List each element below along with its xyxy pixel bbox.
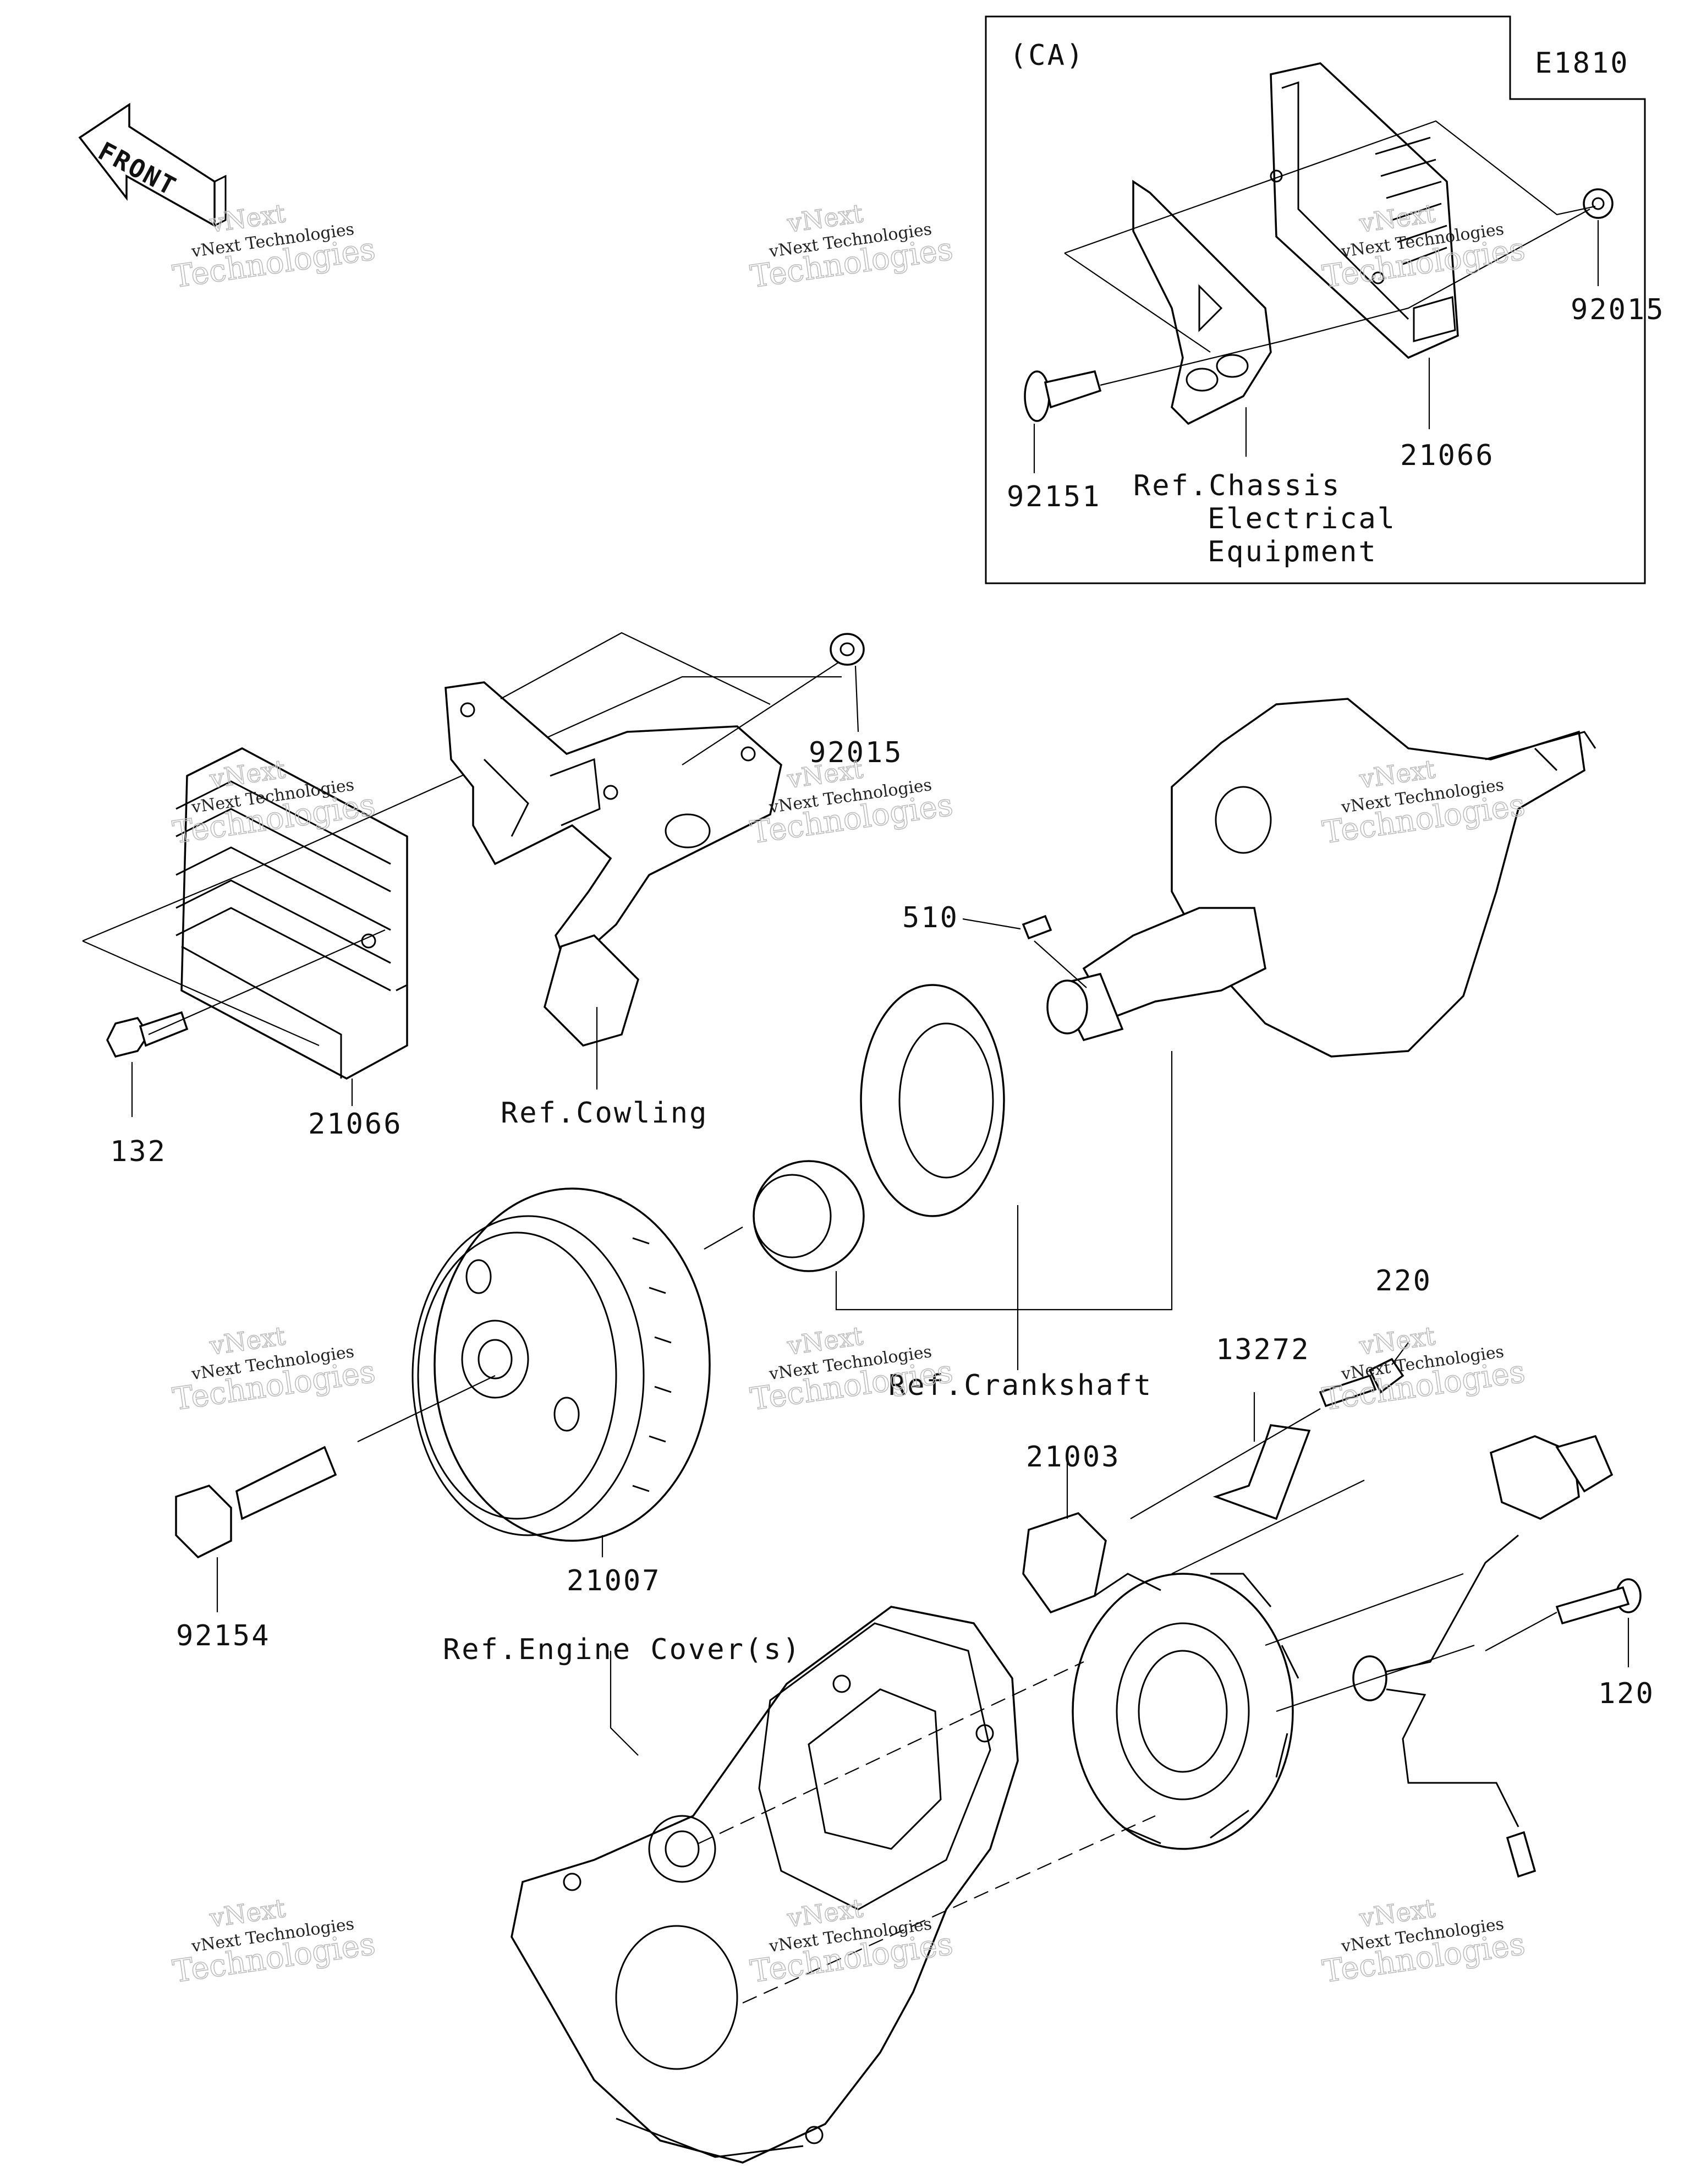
part-92154-label: 92154	[176, 1619, 271, 1652]
regulator-21066-illustration	[175, 747, 408, 1080]
part-21066-label: 21066	[308, 1108, 403, 1141]
inset-bracket-illustration	[1132, 179, 1272, 425]
crankshaft-illustration	[1046, 698, 1596, 1058]
inset-bolt-92151-illustration	[1024, 370, 1102, 422]
nut-92015-illustration	[830, 633, 865, 666]
bolt-92154-illustration	[175, 1446, 337, 1559]
inset-regulator-illustration	[1270, 62, 1459, 359]
part-120-label: 120	[1598, 1677, 1655, 1710]
watermark: vNext vNext Technologies Technologies	[1320, 1320, 1528, 1418]
inset-part-92151-label: 92151	[1007, 480, 1101, 513]
stator-21003-illustration	[1022, 1512, 1299, 1850]
part-92015-label: 92015	[809, 736, 903, 769]
part-13272-label: 13272	[1216, 1333, 1310, 1366]
watermark: vNext vNext Technologies Technologies	[748, 198, 956, 295]
inset-part-21066-label: 21066	[1400, 439, 1495, 472]
front-arrow-icon: FRONT	[78, 102, 227, 227]
bolt-132-illustration	[106, 1011, 189, 1058]
diagram-code: E1810	[1535, 47, 1629, 80]
inset-panel: (CA) E1810	[985, 15, 1665, 584]
inset-nut-92015-illustration	[1583, 188, 1614, 219]
starter-gear-illustration	[753, 1160, 865, 1272]
watermark: vNext vNext Technologies Technologies	[170, 1892, 378, 1990]
bolt-220-illustration	[1319, 1358, 1404, 1408]
plate-13272-illustration	[1212, 1424, 1311, 1520]
bolt-120-illustration	[1555, 1578, 1642, 1625]
watermark: vNext vNext Technologies Technologies	[1320, 1892, 1528, 1990]
part-220-label: 220	[1375, 1265, 1432, 1298]
bearing-illustration	[860, 984, 1005, 1217]
part-21007-label: 21007	[567, 1564, 661, 1597]
wiring-harness-illustration	[1352, 1435, 1614, 1878]
part-21003-label: 21003	[1026, 1441, 1121, 1474]
watermark: vNext vNext Technologies Technologies	[1320, 198, 1528, 295]
watermark: vNext vNext Technologies Technologies	[170, 1320, 378, 1418]
cowling-bracket-illustration	[445, 681, 782, 1047]
inset-region-label: (CA)	[1009, 39, 1085, 72]
ref-crankshaft-label: Ref.Crankshaft	[888, 1369, 1153, 1402]
inset-part-92015-label: 92015	[1571, 293, 1665, 326]
woodruff-key-510-illustration	[1022, 915, 1052, 940]
part-510-label: 510	[902, 901, 959, 934]
flywheel-21007-illustration	[411, 1187, 711, 1542]
watermark: vNext vNext Technologies Technologies	[170, 198, 378, 295]
ref-chassis-line2: Electrical	[1208, 502, 1396, 535]
ref-chassis-line1: Ref.Chassis	[1133, 469, 1341, 502]
ref-cowling-label: Ref.Cowling	[501, 1097, 708, 1130]
ref-engine-cover-label: Ref.Engine Cover(s)	[443, 1633, 802, 1666]
ref-chassis-line3: Equipment	[1208, 535, 1378, 568]
part-132-label: 132	[110, 1135, 167, 1168]
engine-cover-illustration	[511, 1606, 1019, 2164]
